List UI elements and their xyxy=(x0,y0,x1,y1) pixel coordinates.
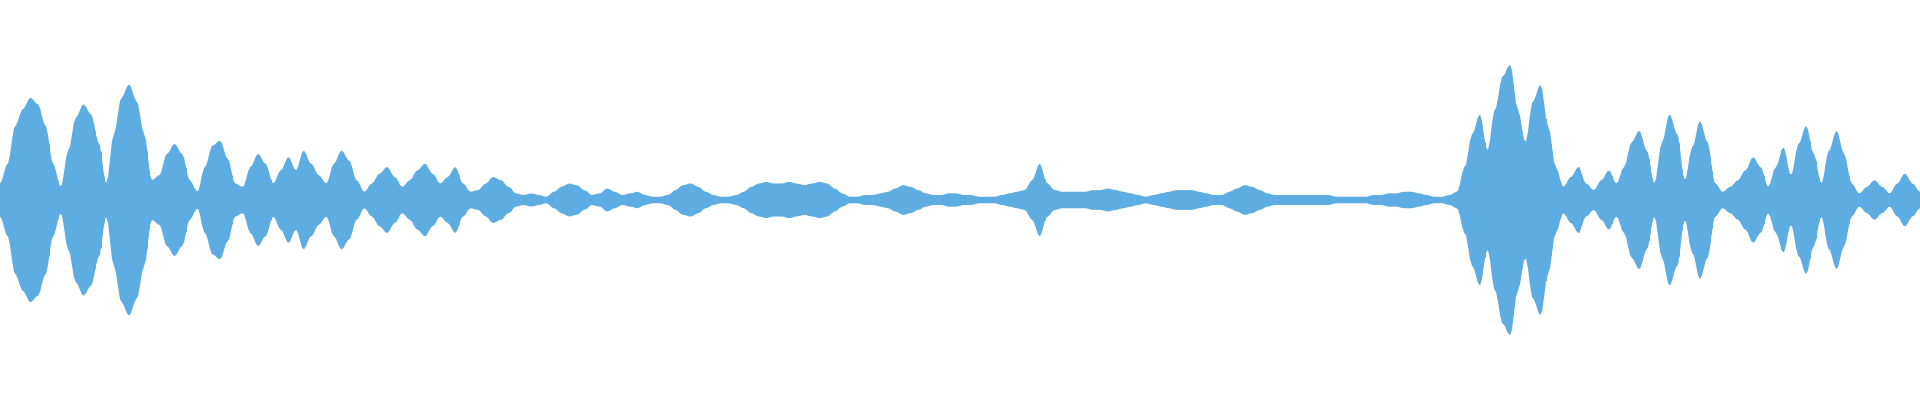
waveform-graphic xyxy=(0,64,1920,336)
